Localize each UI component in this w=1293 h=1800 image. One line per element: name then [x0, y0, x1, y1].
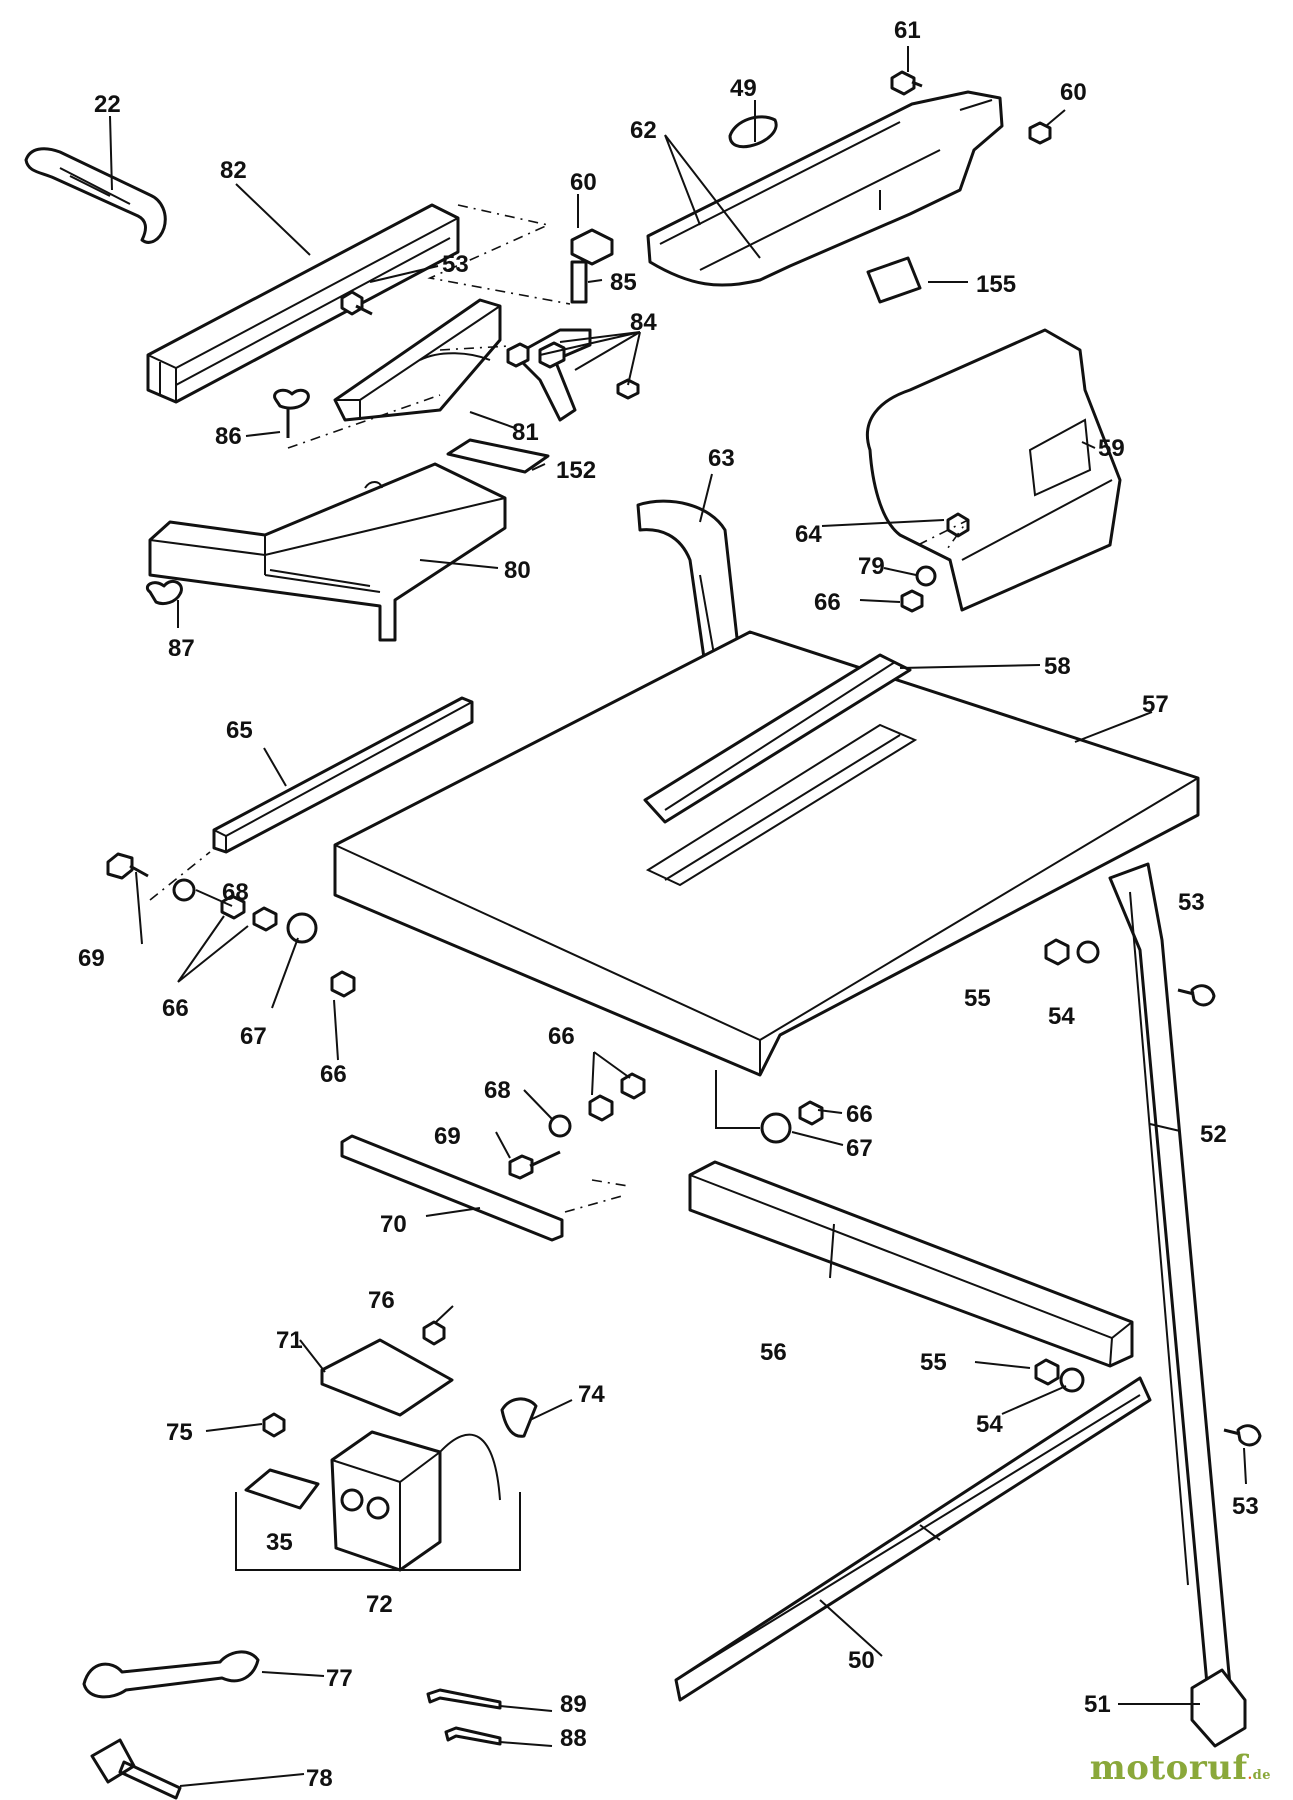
part-66-nut	[900, 589, 924, 613]
part-80-sliding-table	[148, 462, 507, 642]
label-part-79: 79	[858, 553, 885, 580]
part-22-wrench	[24, 147, 167, 244]
label-part-66d: 66	[548, 1023, 575, 1050]
watermark-dot: .	[1247, 1768, 1253, 1783]
label-part-64: 64	[795, 521, 822, 548]
part-88-hex-key	[444, 1726, 502, 1746]
part-50-lower-stretcher	[674, 1376, 1152, 1702]
part-86-knob	[273, 388, 310, 438]
label-part-49: 49	[730, 75, 757, 102]
label-part-67b: 67	[846, 1135, 873, 1162]
part-51-foot	[1190, 1668, 1247, 1748]
part-56-stretcher	[688, 1160, 1134, 1368]
watermark-logo: motoruf.de	[1090, 1748, 1271, 1788]
label-part-84: 84	[630, 309, 657, 336]
watermark-brand: motoruf	[1089, 1748, 1248, 1788]
label-part-75: 75	[166, 1419, 193, 1446]
part-67-washer	[286, 912, 318, 944]
label-part-69: 69	[78, 945, 105, 972]
label-part-66b: 66	[162, 995, 189, 1022]
part-82-rip-fence	[146, 203, 460, 404]
label-part-54: 54	[1048, 1003, 1075, 1030]
label-part-61: 61	[894, 17, 921, 44]
part-53-bolt-leg	[1177, 984, 1216, 1007]
label-part-55: 55	[964, 985, 991, 1012]
label-part-60b: 60	[1060, 79, 1087, 106]
part-89-hex-key	[426, 1688, 502, 1710]
part-155-label	[866, 256, 922, 304]
label-part-70: 70	[380, 1211, 407, 1238]
part-53-bolt-lower	[1223, 1424, 1262, 1447]
label-part-88: 88	[560, 1725, 587, 1752]
label-part-65: 65	[226, 717, 253, 744]
label-part-78: 78	[306, 1765, 333, 1792]
label-part-80: 80	[504, 557, 531, 584]
label-part-35: 35	[266, 1529, 293, 1556]
part-79-washer	[915, 565, 937, 587]
label-part-62: 62	[630, 117, 657, 144]
part-71-bracket	[320, 1338, 454, 1417]
part-69-bolt	[106, 852, 149, 880]
part-70-rail	[340, 1134, 564, 1242]
label-part-152: 152	[556, 457, 596, 484]
part-57-table-top	[333, 630, 1200, 1077]
label-part-72: 72	[366, 1591, 393, 1618]
label-part-53b: 53	[1178, 889, 1205, 916]
label-part-57: 57	[1142, 691, 1169, 718]
label-part-89: 89	[560, 1691, 587, 1718]
part-49-knob	[728, 115, 778, 149]
label-part-87: 87	[168, 635, 195, 662]
label-part-54b: 54	[976, 1411, 1003, 1438]
part-74-clamp	[500, 1397, 538, 1438]
part-77-wrench	[82, 1650, 260, 1699]
part-68-washer	[172, 878, 196, 902]
part-35-switch	[244, 1468, 320, 1510]
label-part-58: 58	[1044, 653, 1071, 680]
label-part-22: 22	[94, 91, 121, 118]
part-53-screw	[340, 290, 373, 316]
part-76-screw	[422, 1320, 446, 1346]
part-75-screw	[262, 1412, 286, 1438]
label-part-50: 50	[848, 1647, 875, 1674]
label-part-60: 60	[570, 169, 597, 196]
part-59-motor-cover	[865, 328, 1122, 612]
part-60-nut-top	[1028, 121, 1052, 145]
part-152-insert	[446, 438, 550, 474]
part-62-blade-guard	[646, 90, 1004, 287]
label-part-81: 81	[512, 419, 539, 446]
part-87-knob	[145, 580, 183, 606]
label-part-74: 74	[578, 1381, 605, 1408]
part-61-screw	[890, 70, 923, 96]
label-part-66e: 66	[846, 1101, 873, 1128]
part-85-stud	[570, 260, 588, 304]
label-part-56: 56	[760, 1339, 787, 1366]
label-part-68: 68	[222, 879, 249, 906]
watermark-tld: de	[1252, 1768, 1271, 1783]
label-part-86: 86	[215, 423, 242, 450]
label-part-55b: 55	[920, 1349, 947, 1376]
label-part-66c: 66	[320, 1061, 347, 1088]
part-78-box-wrench	[90, 1738, 182, 1800]
label-part-67: 67	[240, 1023, 267, 1050]
part-66-nut-left	[220, 894, 278, 932]
label-part-68b: 68	[484, 1077, 511, 1104]
label-part-53: 53	[442, 251, 469, 278]
label-part-82: 82	[220, 157, 247, 184]
label-part-63: 63	[708, 445, 735, 472]
label-part-85: 85	[610, 269, 637, 296]
label-part-155: 155	[976, 271, 1016, 298]
label-part-59: 59	[1098, 435, 1125, 462]
label-part-76: 76	[368, 1287, 395, 1314]
label-part-53c: 53	[1232, 1493, 1259, 1520]
part-60-nut	[570, 228, 614, 266]
label-part-71: 71	[276, 1327, 303, 1354]
label-part-77: 77	[326, 1665, 353, 1692]
label-part-66: 66	[814, 589, 841, 616]
label-part-51: 51	[1084, 1691, 1111, 1718]
label-part-52: 52	[1200, 1121, 1227, 1148]
label-part-69b: 69	[434, 1123, 461, 1150]
